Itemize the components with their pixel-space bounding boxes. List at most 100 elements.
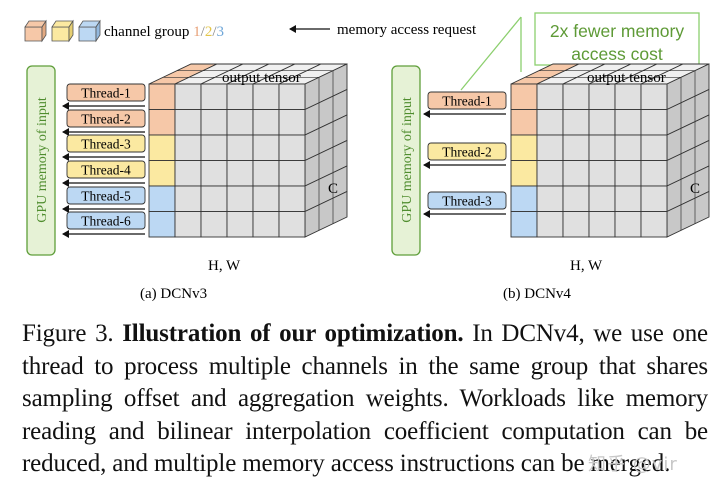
output-tensor bbox=[148, 63, 348, 238]
tensor-channel-cell bbox=[510, 109, 538, 136]
panel-a-caption: (a) DCNv3 bbox=[140, 286, 207, 302]
tensor-cell bbox=[588, 83, 616, 110]
tensor-cell bbox=[640, 109, 668, 136]
thread-label: Thread-4 bbox=[81, 163, 131, 178]
gpu-memory-label: GPU memory of input bbox=[400, 97, 415, 223]
channel-axis-label: C bbox=[690, 181, 700, 197]
tensor-cell bbox=[174, 160, 202, 187]
tensor-cell bbox=[562, 83, 590, 110]
thread-row: Thread-2 bbox=[62, 109, 146, 136]
caption-prefix: Figure 3. bbox=[22, 320, 123, 347]
thread-label: Thread-5 bbox=[81, 189, 131, 204]
tensor-cell bbox=[252, 211, 280, 238]
tensor-cell bbox=[536, 134, 564, 161]
tensor-cell bbox=[200, 160, 228, 187]
thread-label: Thread-6 bbox=[81, 214, 131, 229]
tensor-cell bbox=[640, 83, 668, 110]
tensor-cell bbox=[640, 160, 668, 187]
caption-title: Illustration of our optimization. bbox=[122, 320, 464, 347]
tensor-cell bbox=[536, 109, 564, 136]
tensor-cell bbox=[174, 211, 202, 238]
tensor-cell bbox=[278, 83, 306, 110]
tensor-cell bbox=[200, 185, 228, 212]
tensor-cell bbox=[562, 211, 590, 238]
callout: 2x fewer memory access cost bbox=[460, 12, 700, 91]
thread-label: Thread-3 bbox=[442, 194, 492, 209]
tensor-cell bbox=[252, 83, 280, 110]
figure-3-diagram: channel group 1/2/3 memory access reques… bbox=[24, 12, 710, 302]
thread-box bbox=[66, 160, 146, 179]
tensor-cell bbox=[252, 109, 280, 136]
tensor-cell bbox=[614, 160, 642, 187]
thread-box bbox=[66, 109, 146, 128]
tensor-channel-cell bbox=[510, 134, 538, 161]
tensor-channel-cell bbox=[148, 160, 176, 187]
thread-row: Thread-4 bbox=[62, 160, 146, 187]
tensor-channel-cell bbox=[148, 109, 176, 136]
output-tensor-label: output tensor bbox=[222, 70, 301, 86]
tensor-cell bbox=[252, 185, 280, 212]
tensor-cell bbox=[226, 109, 254, 136]
thread-box bbox=[427, 142, 507, 161]
channel-axis-label: C bbox=[328, 181, 338, 197]
panel-b-dcnv4: GPU memory of input Thread-1Thread-2Thre… bbox=[391, 63, 710, 302]
tensor-cell bbox=[174, 109, 202, 136]
tensor-cell bbox=[536, 211, 564, 238]
tensor-channel-cell bbox=[510, 160, 538, 187]
channel-group-legend: channel group 1/2/3 memory access reques… bbox=[24, 19, 477, 43]
thread-box bbox=[427, 191, 507, 210]
thread-box bbox=[66, 211, 146, 230]
thread-box bbox=[66, 186, 146, 205]
tensor-channel-cell bbox=[510, 211, 538, 238]
tensor-cell bbox=[174, 134, 202, 161]
tensor-cell bbox=[588, 109, 616, 136]
thread-row: Thread-2 bbox=[423, 142, 507, 169]
tensor-channel-cell bbox=[148, 185, 176, 212]
tensor-cell bbox=[588, 185, 616, 212]
tensor-cell bbox=[614, 134, 642, 161]
memory-access-request-label: memory access request bbox=[337, 22, 477, 38]
gpu-memory-box bbox=[26, 65, 56, 256]
figure-caption: Figure 3. Illustration of our optimizati… bbox=[22, 318, 708, 481]
panel-b-caption: (b) DCNv4 bbox=[503, 286, 571, 302]
thread-box bbox=[66, 134, 146, 153]
tensor-cell bbox=[562, 109, 590, 136]
spatial-axis-label: H, W bbox=[208, 258, 241, 274]
gpu-memory-box bbox=[391, 65, 421, 256]
tensor-cell bbox=[640, 134, 668, 161]
thread-label: Thread-2 bbox=[442, 145, 491, 160]
legend-cube-group-3 bbox=[78, 19, 101, 43]
tensor-cell bbox=[278, 109, 306, 136]
tensor-channel-cell bbox=[148, 83, 176, 110]
tensor-cell bbox=[200, 83, 228, 110]
tensor-channel-cell bbox=[510, 185, 538, 212]
tensor-cell bbox=[614, 185, 642, 212]
panel-a-dcnv3: GPU memory of input Thread-1Thread-2Thre… bbox=[26, 63, 348, 302]
legend-label: channel group 1/2/3 bbox=[104, 24, 224, 40]
tensor-cell bbox=[278, 160, 306, 187]
tensor-cell bbox=[588, 160, 616, 187]
tensor-cell bbox=[614, 109, 642, 136]
tensor-cell bbox=[562, 185, 590, 212]
tensor-cell bbox=[536, 185, 564, 212]
thread-row: Thread-1 bbox=[423, 91, 507, 118]
legend-cube-group-1 bbox=[24, 19, 47, 43]
tensor-cell bbox=[588, 134, 616, 161]
thread-row: Thread-3 bbox=[62, 134, 146, 161]
tensor-cell bbox=[640, 185, 668, 212]
tensor-cell bbox=[536, 83, 564, 110]
thread-box bbox=[66, 83, 146, 102]
output-tensor-label: output tensor bbox=[587, 70, 666, 86]
thread-label: Thread-3 bbox=[81, 137, 131, 152]
tensor-cell bbox=[640, 211, 668, 238]
callout-line-1: 2x fewer memory bbox=[550, 21, 684, 41]
thread-row: Thread-3 bbox=[423, 191, 507, 218]
tensor-cell bbox=[278, 134, 306, 161]
tensor-channel-cell bbox=[148, 134, 176, 161]
callout-line-2: access cost bbox=[571, 44, 663, 64]
tensor-cell bbox=[200, 211, 228, 238]
tensor-cell bbox=[226, 185, 254, 212]
tensor-cell bbox=[562, 134, 590, 161]
output-tensor bbox=[510, 63, 710, 238]
